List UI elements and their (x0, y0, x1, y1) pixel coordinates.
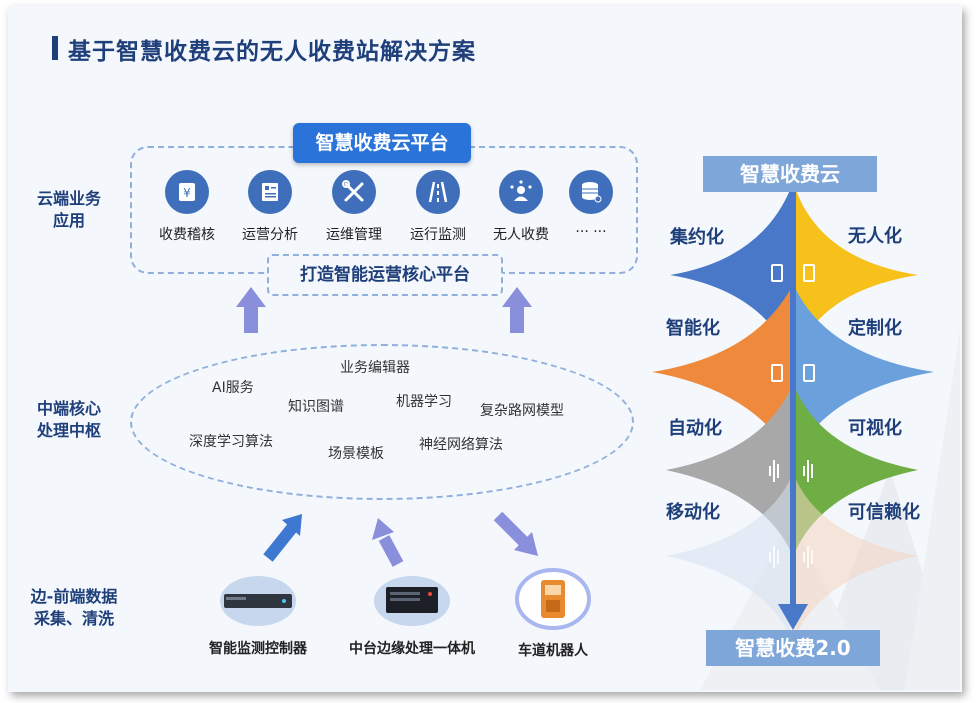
service-item: ··· ··· (549, 170, 633, 240)
service-item: 无人收费 (479, 170, 563, 244)
arrow-diag-right (493, 511, 538, 556)
phone-icon (803, 364, 815, 382)
phone-icon (803, 264, 815, 282)
title-accent-bar (52, 36, 58, 60)
service-item: 运营分析 (228, 170, 312, 244)
yen-icon: ¥ (165, 170, 209, 214)
core-keyword: 深度学习算法 (189, 434, 273, 450)
device-label: 车道机器人 (518, 643, 588, 659)
device-item: 车道机器人 (503, 568, 603, 660)
soundwave-icon (769, 460, 779, 482)
road-icon (416, 170, 460, 214)
core-keyword: AI服务 (212, 380, 254, 396)
service-label: 运营分析 (242, 227, 298, 243)
evolution-right-label: 无人化 (848, 226, 902, 247)
soundwave-icon (769, 546, 779, 568)
page-title: 基于智慧收费云的无人收费站解决方案 (68, 39, 476, 65)
arrow-diag-left (263, 514, 302, 562)
device-label: 智能监测控制器 (209, 641, 307, 657)
evolution-right-label: 可信赖化 (848, 502, 920, 523)
person-network-icon (499, 170, 543, 214)
arrow-up-left (236, 287, 266, 333)
device-item: 智能监测控制器 (183, 574, 333, 658)
robot-icon (515, 568, 591, 630)
evolution-top-box: 智慧收费云 (703, 156, 877, 192)
cloud-platform-badge: 智慧收费云平台 (293, 123, 471, 163)
evolution-left-label: 智能化 (666, 318, 720, 339)
service-label: 收费稽核 (159, 227, 215, 243)
band-orange-blue (652, 290, 934, 455)
core-keyword: 机器学习 (396, 394, 452, 410)
rack-server-icon (220, 576, 296, 626)
service-item: ¥ 收费稽核 (145, 170, 229, 244)
core-keyword: 场景模板 (328, 446, 384, 462)
tools-icon (332, 170, 376, 214)
service-label: 无人收费 (493, 227, 549, 243)
core-keyword: 知识图谱 (288, 399, 344, 415)
evolution-left-label: 集约化 (670, 227, 724, 248)
ops-platform-badge: 打造智能运营核心平台 (267, 254, 503, 296)
edge-box-icon (374, 576, 450, 626)
row-label-edge: 边-前端数据采集、清洗 (30, 587, 118, 628)
evolution-left-label: 移动化 (666, 502, 720, 523)
arrow-diag-middle (372, 518, 404, 567)
core-processing-ellipse (130, 344, 634, 500)
database-icon (569, 170, 613, 214)
band-gray-green (666, 390, 918, 550)
band-faded (666, 480, 918, 635)
row-label-cloud: 云端业务应用 (36, 189, 101, 230)
evolution-bottom-box: 智慧收费2.0 (706, 630, 880, 666)
service-label: ··· ··· (575, 224, 607, 240)
service-label: 运行监测 (410, 227, 466, 243)
evolution-right-label: 可视化 (848, 418, 902, 439)
core-keyword: 神经网络算法 (419, 437, 503, 453)
device-label: 中台边缘处理一体机 (349, 641, 475, 657)
phone-icon (771, 264, 783, 282)
central-down-arrow (778, 190, 808, 630)
evolution-left-label: 自动化 (668, 418, 722, 439)
service-label: 运维管理 (326, 227, 382, 243)
core-keyword: 复杂路网模型 (480, 403, 564, 419)
row-label-middle: 中端核心处理中枢 (36, 399, 101, 440)
core-keyword: 业务编辑器 (340, 360, 410, 376)
svg-text:¥: ¥ (183, 186, 191, 200)
report-icon (248, 170, 292, 214)
soundwave-icon (803, 546, 813, 568)
arrow-up-right (502, 287, 532, 333)
service-item: 运行监测 (396, 170, 480, 244)
phone-icon (771, 364, 783, 382)
device-item: 中台边缘处理一体机 (330, 574, 494, 658)
evolution-right-label: 定制化 (848, 318, 902, 339)
service-item: 运维管理 (312, 170, 396, 244)
soundwave-icon (803, 460, 813, 482)
band-blue-yellow (670, 190, 918, 355)
